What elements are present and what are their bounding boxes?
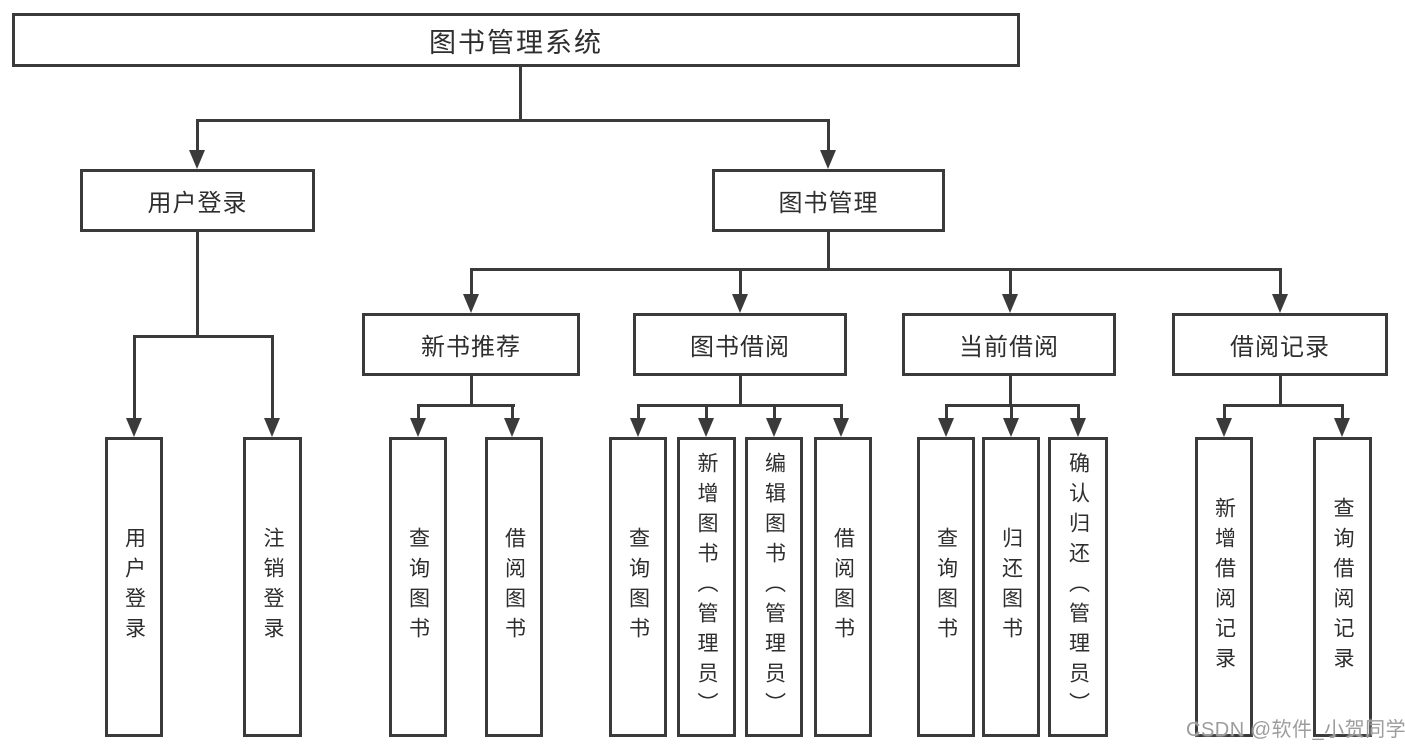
connector-drop xyxy=(511,404,514,421)
arrow-down-icon xyxy=(1002,294,1018,313)
connector-bookborrow-rail xyxy=(638,404,843,407)
leaf-label: 用户登录 xyxy=(122,527,146,647)
leaf-label: 编辑图书（管理员） xyxy=(762,452,786,722)
node-borrowing-records: 借阅记录 xyxy=(1172,313,1388,376)
leaf-borrow-books-recommend: 借阅图书 xyxy=(485,437,543,737)
leaf-user-login: 用户登录 xyxy=(105,437,163,737)
node-new-book-recommend: 新书推荐 xyxy=(362,313,580,376)
node-label: 借阅记录 xyxy=(1230,334,1330,361)
node-label: 当前借阅 xyxy=(959,334,1059,361)
node-root-system: 图书管理系统 xyxy=(12,13,1020,67)
connector-root-stem xyxy=(519,67,522,119)
connector-drop-new-books xyxy=(470,268,473,297)
leaf-label: 借阅图书 xyxy=(502,527,526,647)
arrow-down-icon xyxy=(732,294,748,313)
connector-drop xyxy=(840,404,843,421)
leaf-add-books-admin: 新增图书（管理员） xyxy=(677,437,736,737)
node-label: 图书管理系统 xyxy=(429,27,603,58)
arrow-down-icon xyxy=(938,418,954,437)
connector-drop-leaf-login xyxy=(133,335,136,421)
leaf-label: 借阅图书 xyxy=(831,527,855,647)
connector-currentborrow-rail xyxy=(946,404,1080,407)
leaf-query-books-current: 查询图书 xyxy=(917,437,975,737)
connector-bookmgmt-stem xyxy=(827,232,830,271)
connector-bookborrow-stem xyxy=(739,376,742,407)
node-book-management: 图书管理 xyxy=(712,169,945,232)
connector-drop xyxy=(1223,404,1226,421)
connector-level2-rail xyxy=(197,119,830,122)
node-user-login: 用户登录 xyxy=(80,169,315,232)
arrow-down-icon xyxy=(1272,294,1288,313)
connector-userlogin-rail xyxy=(134,335,274,338)
connector-drop xyxy=(773,404,776,421)
connector-drop xyxy=(1077,404,1080,421)
leaf-label: 确认归还（管理员） xyxy=(1066,452,1090,722)
leaf-query-books-recommend: 查询图书 xyxy=(389,437,447,737)
connector-drop xyxy=(637,404,640,421)
connector-drop-book-borrow xyxy=(739,268,742,297)
leaf-edit-books-admin: 编辑图书（管理员） xyxy=(745,437,803,737)
leaf-borrow-books: 借阅图书 xyxy=(814,437,872,737)
leaf-label: 注销登录 xyxy=(261,527,285,647)
leaf-return-books: 归还图书 xyxy=(982,437,1040,737)
leaf-label: 查询图书 xyxy=(934,527,958,647)
connector-drop-current-borrow xyxy=(1009,268,1012,297)
arrow-down-icon xyxy=(1334,418,1350,437)
connector-drop xyxy=(1010,404,1013,421)
arrow-down-icon xyxy=(698,418,714,437)
node-label: 图书借阅 xyxy=(690,334,790,361)
node-current-borrowing: 当前借阅 xyxy=(902,313,1116,376)
arrow-down-icon xyxy=(504,418,520,437)
leaf-label: 查询借阅记录 xyxy=(1331,497,1355,677)
connector-drop-user-login xyxy=(196,119,199,153)
node-book-borrowing: 图书借阅 xyxy=(633,313,847,376)
csdn-watermark: CSDN @软件_小贺同学 xyxy=(1186,719,1405,741)
connector-level3-rail xyxy=(471,268,1281,271)
connector-drop-book-mgmt xyxy=(827,119,830,153)
connector-newbooks-rail xyxy=(418,404,515,407)
connector-records-stem xyxy=(1279,376,1282,407)
arrow-down-icon xyxy=(766,418,782,437)
connector-drop-leaf-logout xyxy=(271,335,274,421)
leaf-label: 新增图书（管理员） xyxy=(695,452,719,722)
connector-currentborrow-stem xyxy=(1009,376,1012,407)
arrow-down-icon xyxy=(1003,418,1019,437)
arrow-down-icon xyxy=(463,294,479,313)
arrow-down-icon xyxy=(1216,418,1232,437)
arrow-down-icon xyxy=(630,418,646,437)
leaf-query-borrow-record: 查询借阅记录 xyxy=(1313,437,1372,737)
connector-drop xyxy=(1341,404,1344,421)
leaf-label: 查询图书 xyxy=(406,527,430,647)
connector-drop xyxy=(945,404,948,421)
node-label: 用户登录 xyxy=(147,190,248,217)
arrow-down-icon xyxy=(1070,418,1086,437)
arrow-down-icon xyxy=(833,418,849,437)
leaf-label: 归还图书 xyxy=(999,527,1023,647)
arrow-down-icon xyxy=(189,150,205,169)
node-label: 新书推荐 xyxy=(421,334,521,361)
arrow-down-icon xyxy=(820,150,836,169)
leaf-confirm-return-admin: 确认归还（管理员） xyxy=(1048,437,1108,737)
leaf-logout: 注销登录 xyxy=(243,437,302,737)
leaf-label: 新增借阅记录 xyxy=(1212,497,1236,677)
connector-drop xyxy=(417,404,420,421)
arrow-down-icon xyxy=(264,418,280,437)
leaf-add-borrow-record: 新增借阅记录 xyxy=(1195,437,1253,737)
connector-drop-borrow-records xyxy=(1279,268,1282,297)
leaf-label: 查询图书 xyxy=(626,527,650,647)
connector-newbooks-stem xyxy=(470,376,473,407)
node-label: 图书管理 xyxy=(778,190,879,217)
arrow-down-icon xyxy=(410,418,426,437)
leaf-query-books-borrowing: 查询图书 xyxy=(609,437,667,737)
connector-records-rail xyxy=(1224,404,1344,407)
connector-drop xyxy=(705,404,708,421)
arrow-down-icon xyxy=(126,418,142,437)
connector-userlogin-stem xyxy=(196,232,199,338)
